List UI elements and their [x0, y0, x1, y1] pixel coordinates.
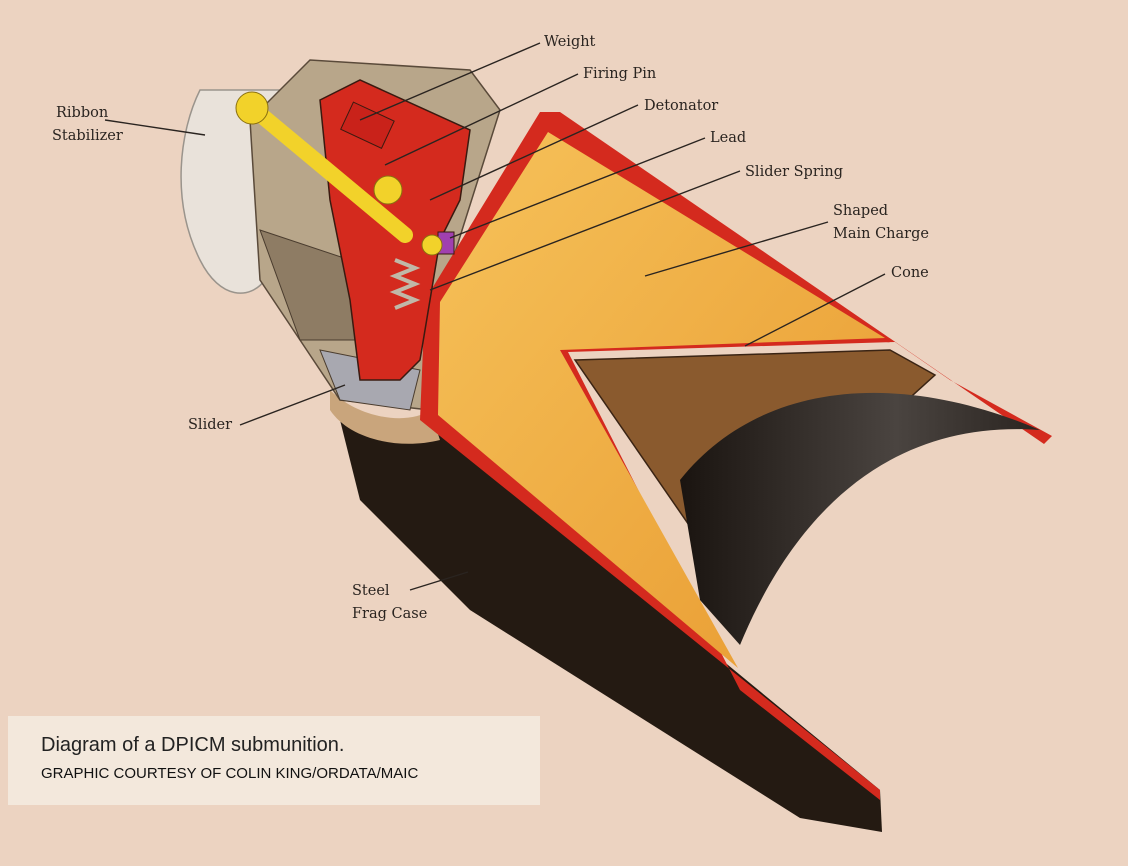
steel-frag-case-shell	[340, 420, 882, 832]
firing-pin	[247, 102, 413, 243]
label-shaped-main-charge-line1: Shaped	[833, 203, 888, 219]
label-slider: Slider	[188, 417, 232, 433]
label-ribbon-stabilizer-line2: Stabilizer	[52, 128, 123, 144]
label-steel-frag-case-line2: Frag Case	[352, 606, 427, 622]
label-steel-frag-case-line1: Steel	[352, 583, 390, 599]
weight	[340, 101, 395, 149]
label-firing-pin: Firing Pin	[583, 66, 656, 82]
shaped-main-charge	[438, 132, 885, 668]
label-lead: Lead	[710, 130, 746, 146]
label-cone: Cone	[891, 265, 929, 281]
label-slider-spring: Slider Spring	[745, 164, 843, 180]
caption-title: Diagram of a DPICM submunition.	[41, 734, 345, 756]
detonator	[421, 234, 443, 256]
liner-cavity	[680, 392, 1040, 645]
caption-credit: GRAPHIC COURTESY OF COLIN KING/ORDATA/MA…	[41, 765, 419, 782]
label-shaped-main-charge-line2: Main Charge	[833, 226, 929, 242]
label-detonator: Detonator	[644, 98, 718, 114]
caption-box: Diagram of a DPICM submunition. GRAPHIC …	[8, 716, 540, 805]
label-weight: Weight	[544, 34, 596, 50]
slider-spring	[389, 258, 421, 310]
label-ribbon-stabilizer-line1: Ribbon	[56, 105, 108, 121]
